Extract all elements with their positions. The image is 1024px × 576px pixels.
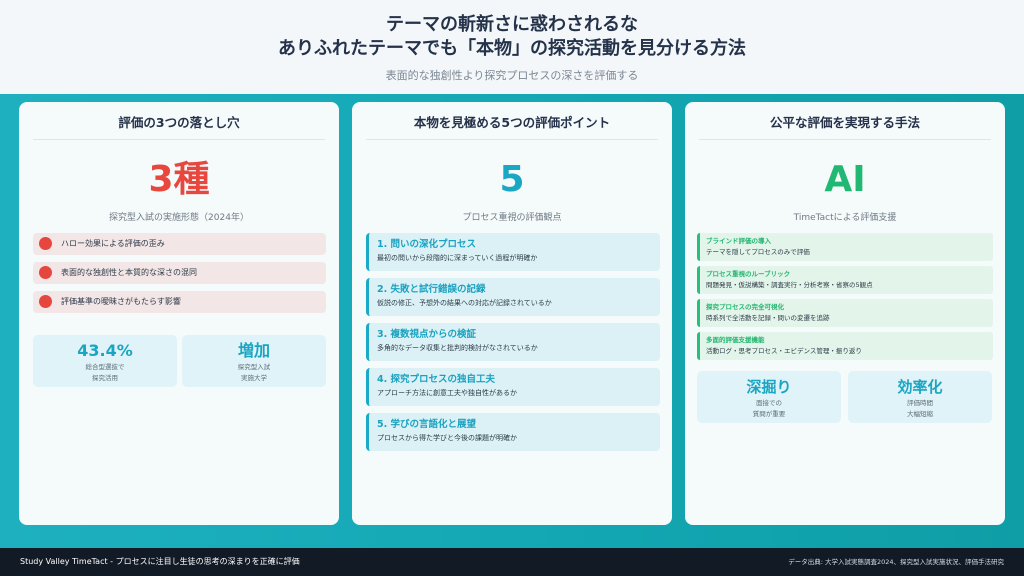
red-dot-icon <box>39 266 52 279</box>
page-title-line1: テーマの斬新さに惑わされるな <box>386 14 638 35</box>
stat-card: 深掘り 面接での 質問が重要 <box>697 371 841 423</box>
methods-big-label: AI <box>824 159 866 200</box>
evaluation-points-panel: 本物を見極める5つの評価ポイント 5 プロセス重視の評価観点 1. 問いの深化プ… <box>352 102 672 525</box>
points-caption: プロセス重視の評価観点 <box>462 213 562 223</box>
point-title: 5. 学びの言語化と展望 <box>377 419 477 430</box>
points-panel-title: 本物を見極める5つの評価ポイント <box>366 102 658 140</box>
methods-panel-title: 公平な評価を実現する手法 <box>699 102 991 140</box>
method-title: 探究プロセスの完全可視化 <box>706 303 784 311</box>
red-dot-icon <box>39 295 52 308</box>
stat-card: 増加 探究型入試 実施大学 <box>182 335 326 387</box>
stat-label: 実施大学 <box>241 374 267 382</box>
method-desc: テーマを隠してプロセスのみで評価 <box>706 248 810 256</box>
red-dot-icon <box>39 237 52 250</box>
page-title-line2: ありふれたテーマでも「本物」の探究活動を見分ける方法 <box>278 38 746 59</box>
point-title: 4. 探究プロセスの独自工夫 <box>377 374 496 385</box>
page-footer: Study Valley TimeTact - プロセスに注目し生徒の思考の深ま… <box>0 548 1024 576</box>
pitfall-label: ハロー効果による評価の歪み <box>61 239 165 248</box>
footer-source-text: データ出典: 大学入試実態調査2024、探究型入試実施状況、評価手法研究 <box>788 558 1004 566</box>
method-item: 多面的評価支援機能 活動ログ・思考プロセス・エビデンス管理・振り返り <box>697 332 993 360</box>
method-title: 多面的評価支援機能 <box>706 336 765 344</box>
methods-caption: TimeTactによる評価支援 <box>793 213 897 223</box>
method-item: 探究プロセスの完全可視化 時系列で全活動を記録・問いの変遷を追跡 <box>697 299 993 327</box>
point-title: 3. 複数視点からの検証 <box>377 329 477 340</box>
page-header: テーマの斬新さに惑わされるな ありふれたテーマでも「本物」の探究活動を見分ける方… <box>0 0 1024 94</box>
pitfalls-panel-title: 評価の3つの落とし穴 <box>33 102 325 140</box>
pitfalls-panel: 評価の3つの落とし穴 3種 探究型入試の実施形態（2024年） ハロー効果による… <box>19 102 339 525</box>
point-desc: アプローチ方法に創意工夫や独自性があるか <box>377 389 517 397</box>
stat-value: 効率化 <box>897 378 943 396</box>
evaluation-point: 2. 失敗と試行錯誤の記録 仮説の修正、予想外の結果への対応が記録されているか <box>366 278 660 316</box>
point-desc: プロセスから得た学びと今後の課題が明確か <box>377 434 517 442</box>
evaluation-point: 1. 問いの深化プロセス 最初の問いから段階的に深まっていく過程が明確か <box>366 233 660 271</box>
stat-label: 探究活用 <box>92 374 118 382</box>
pitfall-label: 表面的な独創性と本質的な深さの混同 <box>61 268 197 277</box>
method-title: ブラインド評価の導入 <box>706 237 771 245</box>
stat-value: 増加 <box>237 341 270 360</box>
footer-brand-text: Study Valley TimeTact - プロセスに注目し生徒の思考の深ま… <box>20 557 300 566</box>
pitfalls-big-number: 3種 <box>148 159 210 200</box>
method-desc: 問題発見・仮説構築・調査実行・分析考察・省察の5観点 <box>706 281 873 289</box>
pitfall-item: 表面的な独創性と本質的な深さの混同 <box>33 262 326 284</box>
method-item: ブラインド評価の導入 テーマを隠してプロセスのみで評価 <box>697 233 993 261</box>
stat-card: 効率化 評価時間 大幅短縮 <box>848 371 992 423</box>
pitfall-item: 評価基準の曖昧さがもたらす影響 <box>33 291 326 313</box>
pitfalls-caption: 探究型入試の実施形態（2024年） <box>109 213 249 223</box>
point-title: 1. 問いの深化プロセス <box>377 239 477 250</box>
method-desc: 活動ログ・思考プロセス・エビデンス管理・振り返り <box>706 347 862 355</box>
point-title: 2. 失敗と試行錯誤の記録 <box>377 284 486 295</box>
point-desc: 多角的なデータ収集と批判的検討がなされているか <box>377 344 538 352</box>
main-content: 評価の3つの落とし穴 3種 探究型入試の実施形態（2024年） ハロー効果による… <box>0 94 1024 548</box>
stat-value: 深掘り <box>746 378 792 396</box>
points-big-number: 5 <box>499 159 525 200</box>
page-subtitle: 表面的な独創性より探究プロセスの深さを評価する <box>385 69 639 82</box>
stat-label: 総合型選抜で <box>85 363 125 371</box>
stat-label: 質問が重要 <box>752 410 786 418</box>
stat-label: 大幅短縮 <box>907 410 933 418</box>
fair-evaluation-panel: 公平な評価を実現する手法 AI TimeTactによる評価支援 ブラインド評価の… <box>685 102 1005 525</box>
evaluation-point: 5. 学びの言語化と展望 プロセスから得た学びと今後の課題が明確か <box>366 413 660 451</box>
evaluation-point: 4. 探究プロセスの独自工夫 アプローチ方法に創意工夫や独自性があるか <box>366 368 660 406</box>
method-desc: 時系列で全活動を記録・問いの変遷を追跡 <box>706 314 830 322</box>
stat-label: 面接での <box>756 399 782 407</box>
method-title: プロセス重視のルーブリック <box>706 270 791 278</box>
stat-value: 43.4% <box>77 341 133 360</box>
stat-card: 43.4% 総合型選抜で 探究活用 <box>33 335 177 387</box>
evaluation-point: 3. 複数視点からの検証 多角的なデータ収集と批判的検討がなされているか <box>366 323 660 361</box>
stat-label: 評価時間 <box>907 399 933 407</box>
point-desc: 仮説の修正、予想外の結果への対応が記録されているか <box>377 299 552 307</box>
pitfall-label: 評価基準の曖昧さがもたらす影響 <box>61 297 181 306</box>
pitfall-item: ハロー効果による評価の歪み <box>33 233 326 255</box>
method-item: プロセス重視のルーブリック 問題発見・仮説構築・調査実行・分析考察・省察の5観点 <box>697 266 993 294</box>
point-desc: 最初の問いから段階的に深まっていく過程が明確か <box>377 254 538 262</box>
stat-label: 探究型入試 <box>237 363 271 371</box>
